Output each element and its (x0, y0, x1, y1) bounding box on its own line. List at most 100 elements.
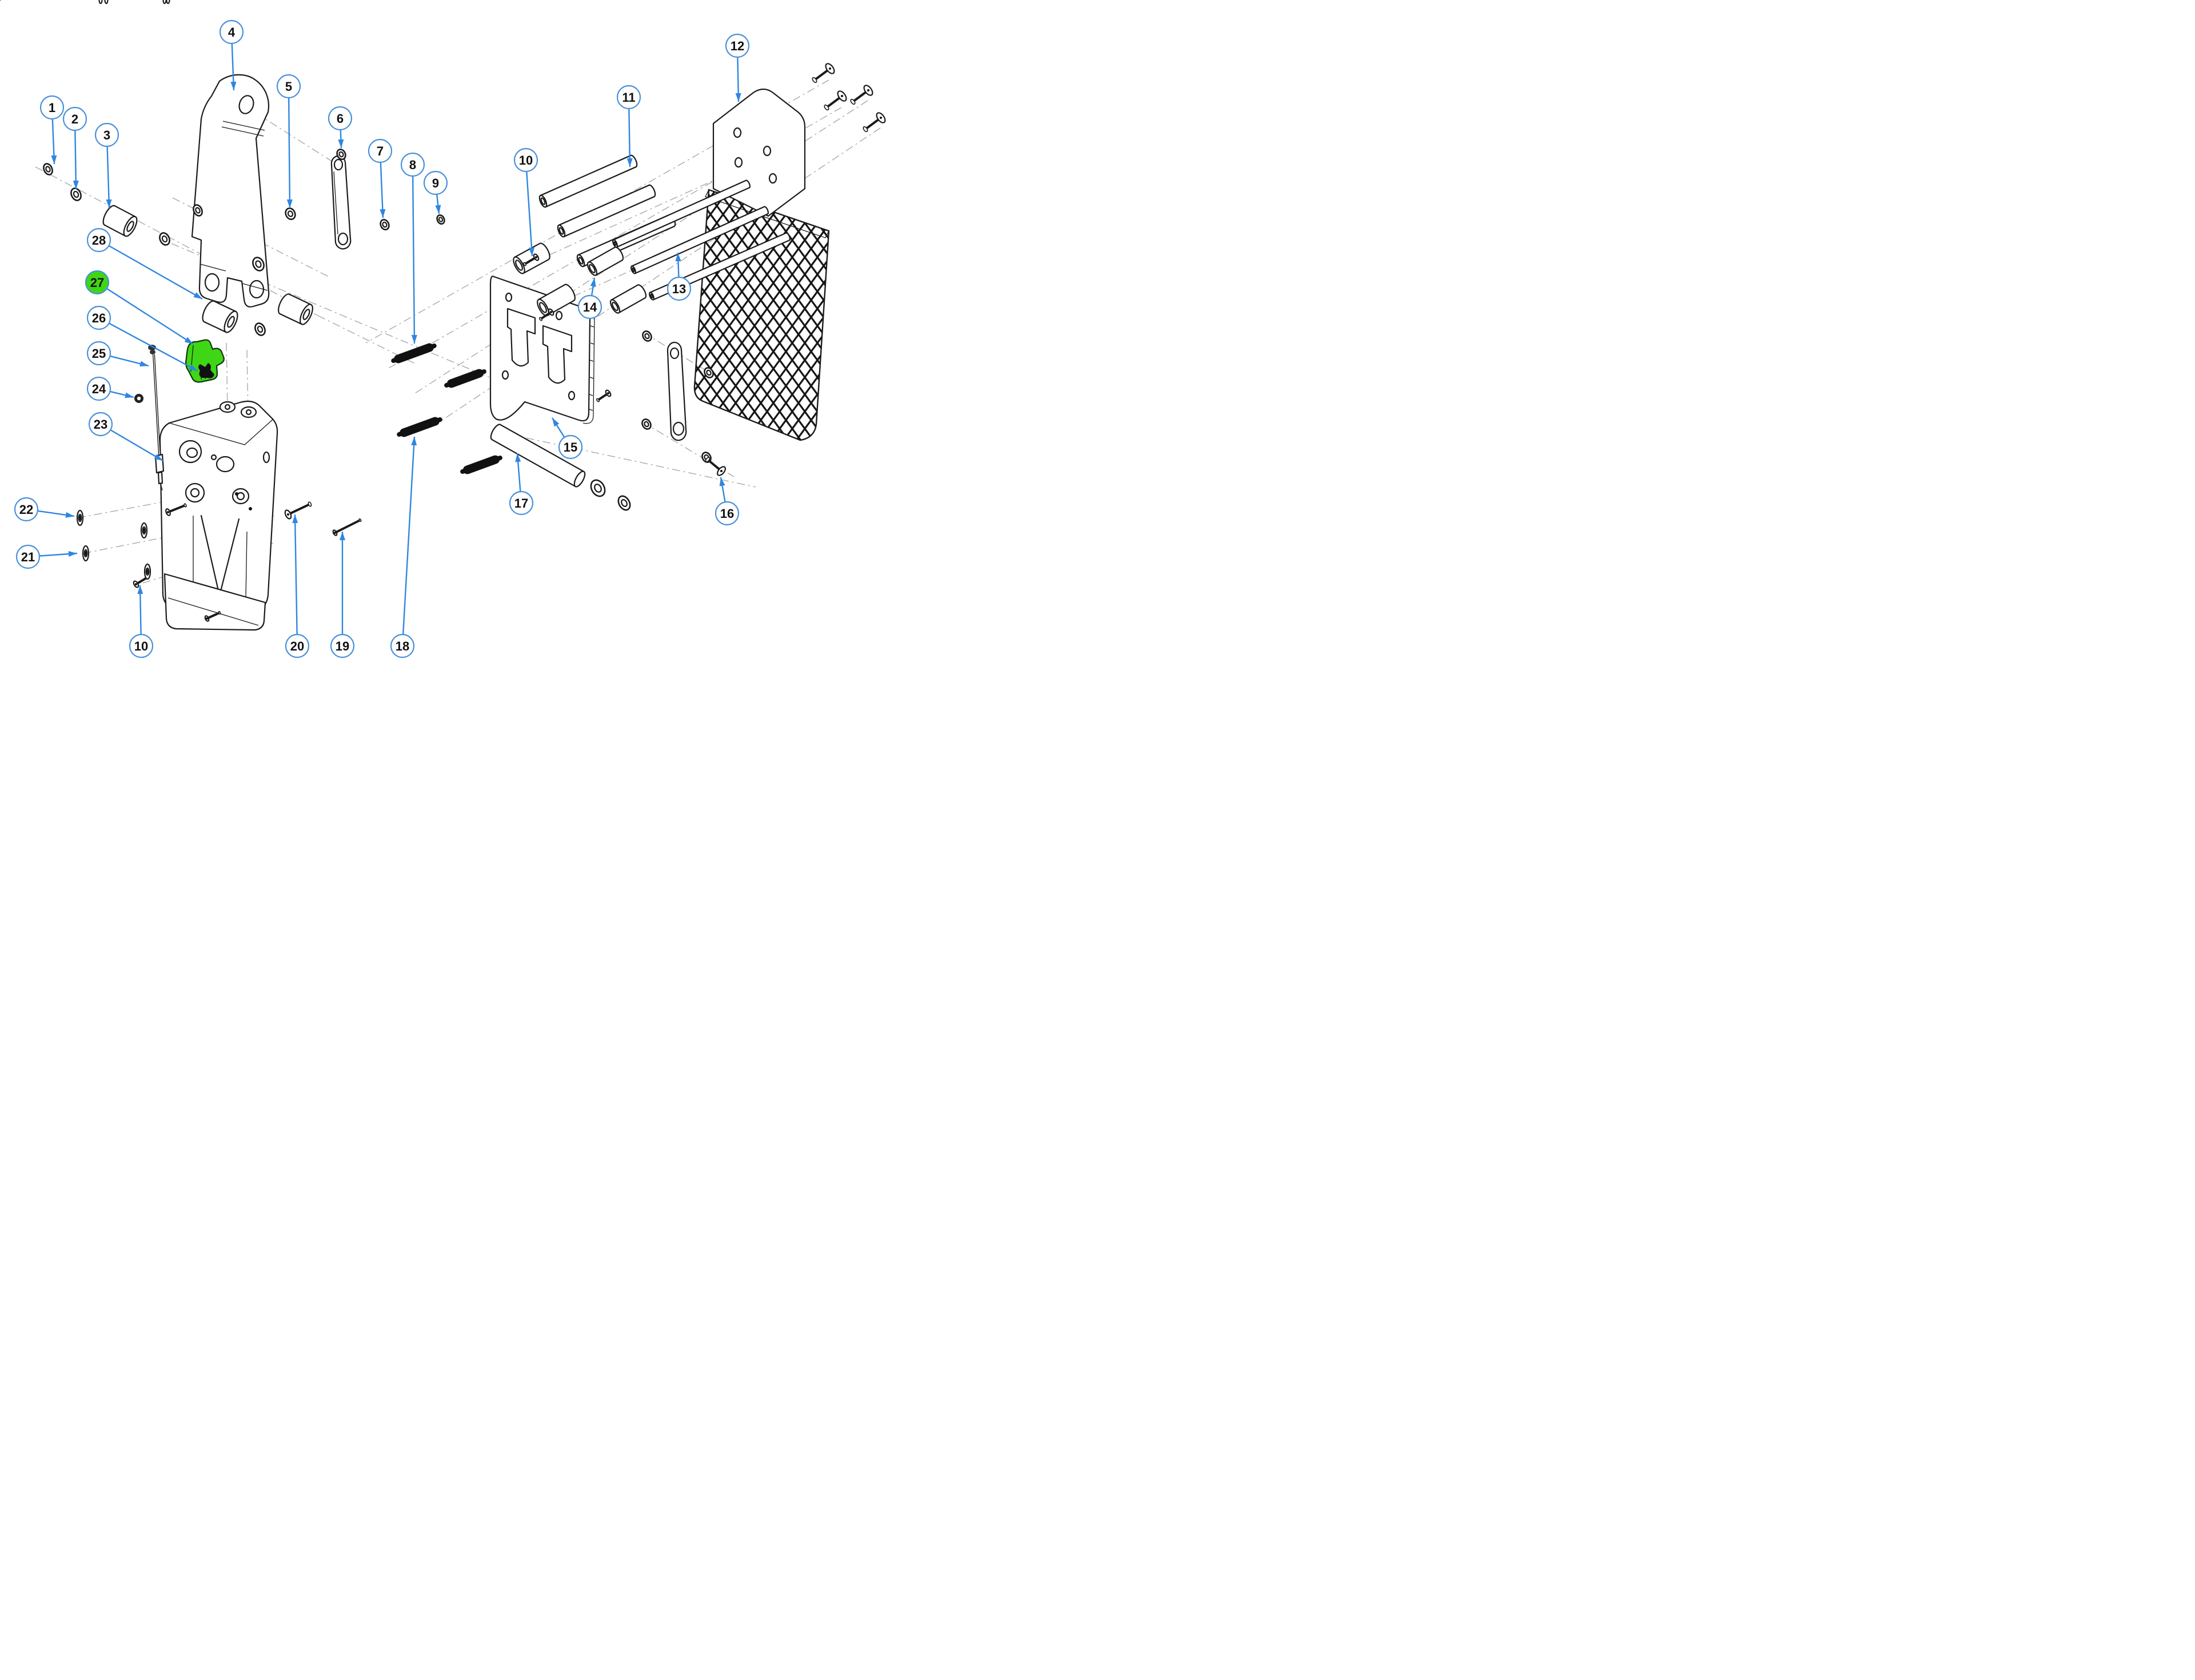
part-link-strap-right (667, 341, 687, 441)
balloon-circle[interactable] (94, 122, 119, 147)
balloon-circle[interactable] (390, 633, 415, 659)
balloon-4[interactable]: 4 (219, 19, 244, 91)
balloon-15[interactable]: 15 (551, 417, 583, 460)
balloon-circle[interactable] (616, 85, 641, 110)
balloon-number: 17 (514, 496, 528, 510)
balloon-number: 6 (337, 111, 344, 126)
balloon-17[interactable]: 17 (509, 453, 534, 516)
leader-arrowhead-icon (719, 477, 725, 486)
balloon-number: 19 (336, 639, 349, 653)
balloon-2[interactable]: 2 (62, 106, 87, 190)
balloon-circle[interactable] (86, 305, 111, 330)
balloon-circle[interactable] (725, 33, 750, 58)
balloon-circle[interactable] (86, 341, 111, 366)
balloon-circle[interactable] (129, 633, 154, 659)
leader-arrowhead-icon (529, 247, 535, 256)
balloon-circle[interactable] (330, 633, 355, 659)
balloon-number: 11 (622, 90, 635, 105)
balloon-28[interactable]: 28 (86, 228, 203, 300)
balloon-number: 5 (285, 79, 292, 94)
part-screw-12d (863, 112, 886, 133)
balloon-13[interactable]: 13 (667, 252, 692, 301)
balloon-12[interactable]: 12 (725, 33, 750, 102)
balloon-circle[interactable] (715, 501, 740, 526)
part-washer-2 (70, 187, 82, 201)
balloon-21[interactable]: 21 (15, 544, 78, 569)
leader-arrowhead-icon (338, 139, 344, 148)
balloon-11[interactable]: 11 (616, 85, 641, 167)
balloon-circle[interactable] (400, 152, 425, 177)
balloon-circle[interactable] (667, 276, 692, 301)
balloon-circle[interactable] (85, 270, 110, 295)
balloon-circle[interactable] (15, 544, 41, 569)
balloon-circle[interactable] (558, 434, 583, 460)
balloon-circle[interactable] (577, 294, 602, 320)
balloon-6[interactable]: 6 (328, 106, 353, 149)
balloon-number: 4 (228, 25, 236, 39)
part-washer-rl-3 (641, 418, 652, 430)
balloon-circle[interactable] (423, 170, 448, 195)
part-sleeve-14d (609, 284, 647, 314)
part-bushing-3 (102, 205, 138, 237)
balloon-circle[interactable] (513, 147, 538, 173)
balloon-24[interactable]: 24 (86, 376, 134, 401)
balloon-1[interactable]: 1 (39, 95, 65, 165)
balloon-circle[interactable] (219, 19, 244, 45)
leader-line (106, 146, 110, 209)
balloon-circle[interactable] (14, 497, 39, 522)
part-pin-19 (332, 518, 362, 536)
leader-arrowhead-icon (340, 532, 345, 540)
balloon-circle[interactable] (86, 228, 111, 253)
balloon-20[interactable]: 20 (285, 514, 310, 659)
balloon-3[interactable]: 3 (94, 122, 119, 209)
balloon-number: 15 (564, 440, 577, 454)
leader-line (108, 245, 203, 300)
balloon-number: 16 (720, 506, 734, 521)
balloon-circle[interactable] (62, 106, 87, 131)
balloon-number: 9 (432, 176, 439, 190)
balloon-9[interactable]: 9 (423, 170, 448, 214)
balloon-7[interactable]: 7 (368, 138, 393, 218)
balloon-number: 18 (396, 639, 409, 653)
balloon-14[interactable]: 14 (577, 277, 602, 320)
balloon-number: 26 (92, 311, 106, 325)
balloon-circle[interactable] (368, 138, 393, 163)
balloon-circle[interactable] (328, 106, 353, 131)
part-roller-28b (278, 293, 313, 325)
balloon-16[interactable]: 16 (715, 477, 740, 526)
balloon-circle[interactable] (88, 412, 113, 437)
part-washer-9 (436, 214, 445, 225)
balloon-number: 28 (92, 233, 106, 248)
balloon-10b[interactable]: 10 (129, 585, 154, 659)
leader-arrowhead-icon (435, 205, 441, 214)
balloon-circle[interactable] (285, 633, 310, 659)
leader-arrowhead-icon (675, 253, 681, 262)
balloon-number: 22 (19, 502, 33, 517)
balloon-23[interactable]: 23 (88, 412, 163, 462)
part-screw-21b (0, 0, 167, 539)
balloon-27[interactable]: 27 (85, 270, 194, 345)
balloon-26[interactable]: 26 (86, 305, 198, 372)
balloon-number: 3 (103, 128, 110, 142)
balloon-circle[interactable] (39, 95, 65, 120)
balloon-circle[interactable] (86, 376, 111, 401)
balloon-18[interactable]: 18 (390, 436, 417, 659)
part-screw-21 (0, 0, 109, 562)
balloon-19[interactable]: 19 (330, 532, 355, 659)
balloon-22[interactable]: 22 (14, 497, 75, 522)
part-washer-7 (380, 219, 390, 230)
balloon-number: 20 (290, 639, 304, 653)
part-rod-13a (612, 179, 751, 248)
leader-arrowhead-icon (626, 158, 633, 167)
balloon-25[interactable]: 25 (86, 341, 149, 367)
balloon-10r[interactable]: 10 (513, 147, 538, 257)
balloon-circle[interactable] (509, 490, 534, 516)
part-screw-12b (824, 90, 847, 111)
balloon-number: 12 (731, 39, 744, 53)
part-main-body (159, 400, 278, 631)
balloon-8[interactable]: 8 (400, 152, 425, 344)
part-washer-a (159, 232, 170, 246)
part-stud-18 (397, 417, 442, 437)
balloon-5[interactable]: 5 (276, 74, 301, 209)
balloon-circle[interactable] (276, 74, 301, 99)
